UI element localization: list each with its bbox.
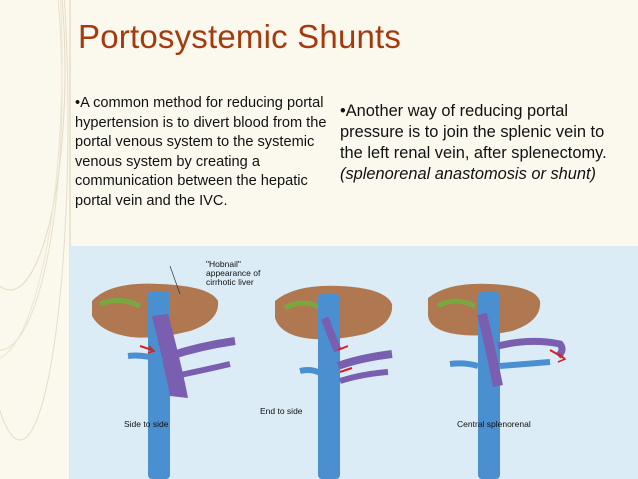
- right-bullet-main: •Another way of reducing portal pressure…: [340, 102, 607, 162]
- shunt-arrow: [139, 345, 153, 351]
- panel-central-splenorenal-diagram: [428, 283, 567, 479]
- panel-side-to-side-diagram: [92, 265, 236, 479]
- decorative-rings: [0, 0, 71, 479]
- slide-title: Portosystemic Shunts: [78, 18, 402, 55]
- label-side-to-side: Side to side: [124, 419, 169, 429]
- shunt-illustration: "Hobnail" appearance of cirrhotic liver …: [70, 246, 638, 479]
- left-bullet-text: •A common method for reducing portal hyp…: [75, 95, 327, 209]
- panel-end-to-side-diagram: [275, 285, 393, 479]
- right-bullet-text: •Another way of reducing portal pressure…: [340, 101, 630, 185]
- hobnail-callout: "Hobnail" appearance of cirrhotic liver: [206, 259, 261, 287]
- label-end-to-side: End to side: [260, 406, 303, 416]
- label-central-splenorenal: Central splenorenal: [457, 419, 531, 429]
- right-bullet-note: (splenorenal anastomosis or shunt): [340, 165, 597, 183]
- shunt-diagrams: [92, 265, 567, 479]
